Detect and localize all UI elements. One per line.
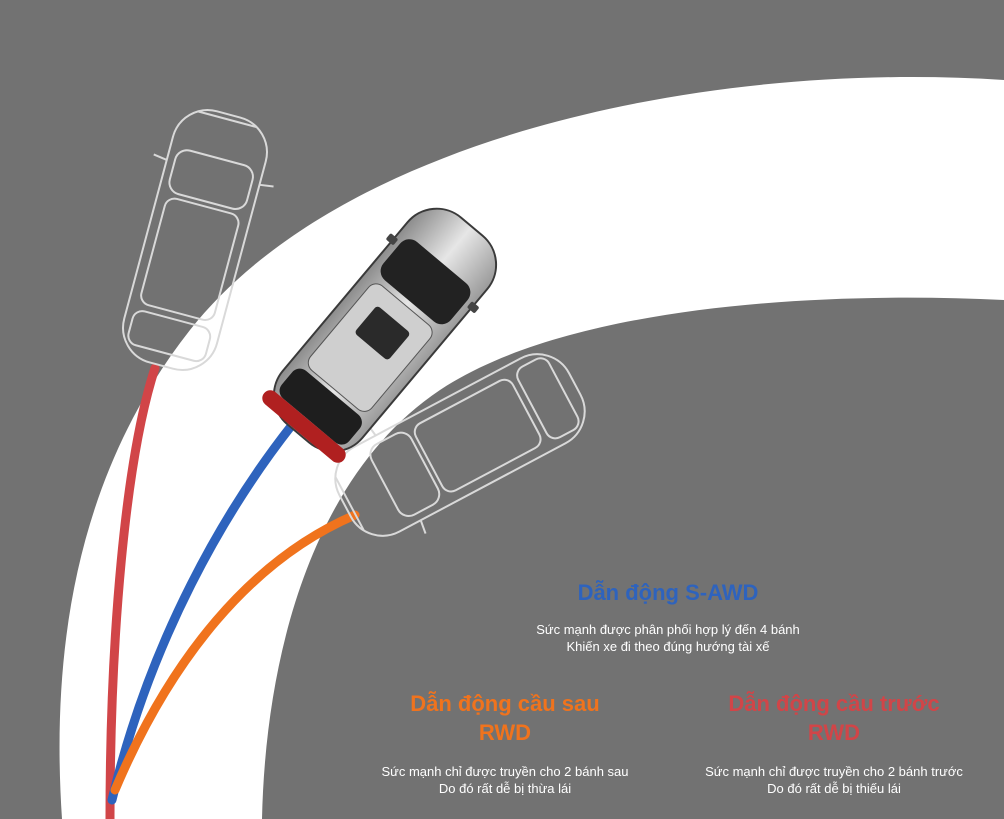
fwd-subtitle: RWD xyxy=(807,720,861,745)
fwd-caption: Dẫn động cầu trước RWD Sức mạnh chỉ được… xyxy=(684,689,984,797)
rwd-trajectory-line xyxy=(110,510,360,795)
fwd-description: Sức mạnh chỉ được truyền cho 2 bánh trướ… xyxy=(684,763,984,797)
rwd-description: Sức mạnh chỉ được truyền cho 2 bánh sau … xyxy=(355,763,655,797)
awd-title: Dẫn động S-AWD xyxy=(577,580,759,605)
rwd-subtitle: RWD xyxy=(478,720,532,745)
fwd-ghost-car xyxy=(122,109,274,371)
rwd-ghost-car xyxy=(334,353,586,537)
awd-car xyxy=(262,207,498,463)
awd-description-line-2: Khiến xe đi theo đúng hướng tài xế xyxy=(566,639,770,654)
awd-description: Sức mạnh được phân phối hợp lý đến 4 bán… xyxy=(468,621,868,655)
rwd-title: Dẫn động cầu sau xyxy=(410,691,600,716)
fwd-description-line-2: Do đó rất dễ bị thiếu lái xyxy=(767,781,901,796)
fwd-title: Dẫn động cầu trước xyxy=(728,691,940,716)
rwd-description-line-1: Sức mạnh chỉ được truyền cho 2 bánh sau xyxy=(381,764,629,779)
awd-trajectory-line xyxy=(107,420,297,805)
rwd-description-line-2: Do đó rất dễ bị thừa lái xyxy=(438,781,572,796)
rwd-caption: Dẫn động cầu sau RWD Sức mạnh chỉ được t… xyxy=(355,689,655,797)
fwd-trajectory-line xyxy=(105,363,160,819)
road-curve xyxy=(59,77,1004,819)
awd-caption: Dẫn động S-AWD Sức mạnh được phân phối h… xyxy=(468,578,868,655)
awd-description-line-1: Sức mạnh được phân phối hợp lý đến 4 bán… xyxy=(536,622,800,637)
fwd-description-line-1: Sức mạnh chỉ được truyền cho 2 bánh trướ… xyxy=(705,764,963,779)
